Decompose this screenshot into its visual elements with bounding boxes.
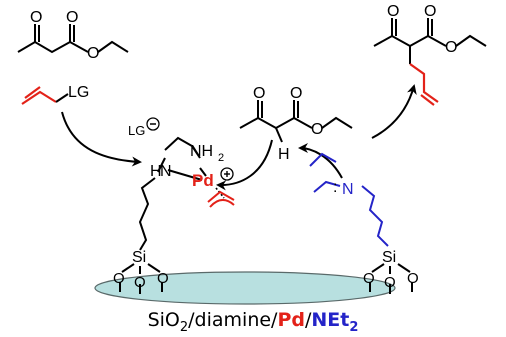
silica-support xyxy=(94,271,396,305)
caption-net-subscript: 2 xyxy=(349,319,359,335)
figure-caption: SiO2/diamine/Pd/NEt2 xyxy=(0,309,506,335)
ethyl-acetoacetate xyxy=(17,24,129,54)
o-acetoacetate-ketone: O xyxy=(30,9,42,26)
caption-net: NEt xyxy=(311,309,350,331)
o-right-3: O xyxy=(407,270,419,287)
allyl-group xyxy=(21,86,57,105)
hn-h-label: H xyxy=(150,163,162,180)
nh2-subscript: 2 xyxy=(218,152,224,164)
caption-diamine: /diamine/ xyxy=(188,309,278,331)
o-product-ketone: O xyxy=(387,3,399,20)
pd-label: Pd xyxy=(192,171,214,190)
leaving-group: LG xyxy=(68,84,89,101)
right-siloxane xyxy=(369,263,413,294)
hn-n-label: N xyxy=(160,163,172,180)
product-allyl-group xyxy=(409,63,439,106)
o-right-1: O xyxy=(363,270,375,287)
nh2-label: NH xyxy=(190,143,213,160)
si-right-label: Si xyxy=(382,249,396,266)
pd-charge-icon xyxy=(220,167,234,181)
o-product-carbonyl: O xyxy=(424,3,436,20)
o-left-1: O xyxy=(113,270,125,287)
leaving-group-anion: LG xyxy=(128,123,145,138)
acetoacetate-center xyxy=(239,100,353,143)
left-siloxane xyxy=(119,263,163,294)
o-center-ester: O xyxy=(311,121,323,138)
si-left-label: Si xyxy=(132,249,146,266)
o-right-2: O xyxy=(384,274,396,291)
amine-n-label: N xyxy=(342,181,354,198)
o-center-ketone: O xyxy=(253,85,265,102)
o-center-carbonyl: O xyxy=(290,85,302,102)
o-product-ester: O xyxy=(445,39,457,56)
caption-sio-subscript: 2 xyxy=(179,319,189,335)
pi-allyl-group xyxy=(207,190,235,208)
alpha-hydrogen: H xyxy=(278,146,290,163)
o-acetoacetate-carbonyl: O xyxy=(66,9,78,26)
arrow-amine-to-h xyxy=(298,143,343,179)
o-left-3: O xyxy=(157,270,169,287)
caption-slash: / xyxy=(305,309,312,331)
o-left-2: O xyxy=(134,274,146,291)
amine-linker xyxy=(309,152,389,247)
caption-pd: Pd xyxy=(277,309,305,331)
caption-sio: SiO xyxy=(147,309,180,331)
allylated-product xyxy=(373,18,487,64)
amine-lone-pair: : xyxy=(333,179,337,196)
arrow-enolate-to-pd xyxy=(216,139,273,191)
allyl-lg-bond xyxy=(55,93,69,103)
anion-charge-icon xyxy=(146,117,160,131)
arrow-to-product xyxy=(371,84,417,139)
diamine-linker xyxy=(138,136,207,251)
arrow-allyl-to-pd xyxy=(61,111,142,167)
o-acetoacetate-ester: O xyxy=(87,45,99,62)
